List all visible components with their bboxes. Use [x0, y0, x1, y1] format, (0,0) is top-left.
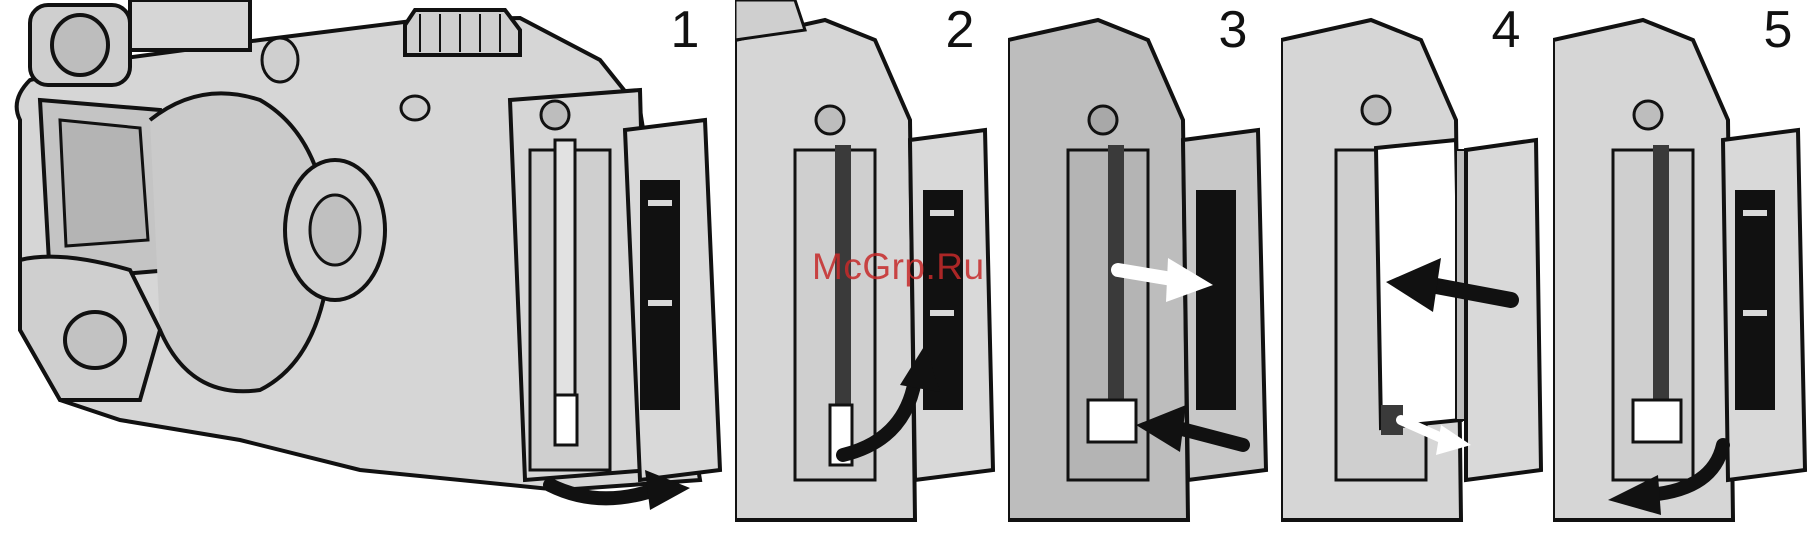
step-5-number: 5	[1753, 4, 1803, 56]
step-4-panel: 4	[1281, 0, 1544, 537]
step-3-number: 3	[1208, 4, 1258, 56]
step-4-number: 4	[1481, 4, 1531, 56]
watermark: McGrp.Ru	[812, 246, 985, 288]
step-3-illustration	[1008, 0, 1271, 537]
step-1-number: 1	[660, 4, 710, 56]
step-5-illustration	[1553, 0, 1813, 537]
step-1-illustration	[0, 0, 724, 537]
step-4-illustration	[1281, 0, 1544, 537]
step-3-panel: 3	[1008, 0, 1271, 537]
step-2-number: 2	[935, 4, 985, 56]
step-1-panel: 1	[0, 0, 724, 537]
step-5-panel: 5	[1553, 0, 1813, 537]
